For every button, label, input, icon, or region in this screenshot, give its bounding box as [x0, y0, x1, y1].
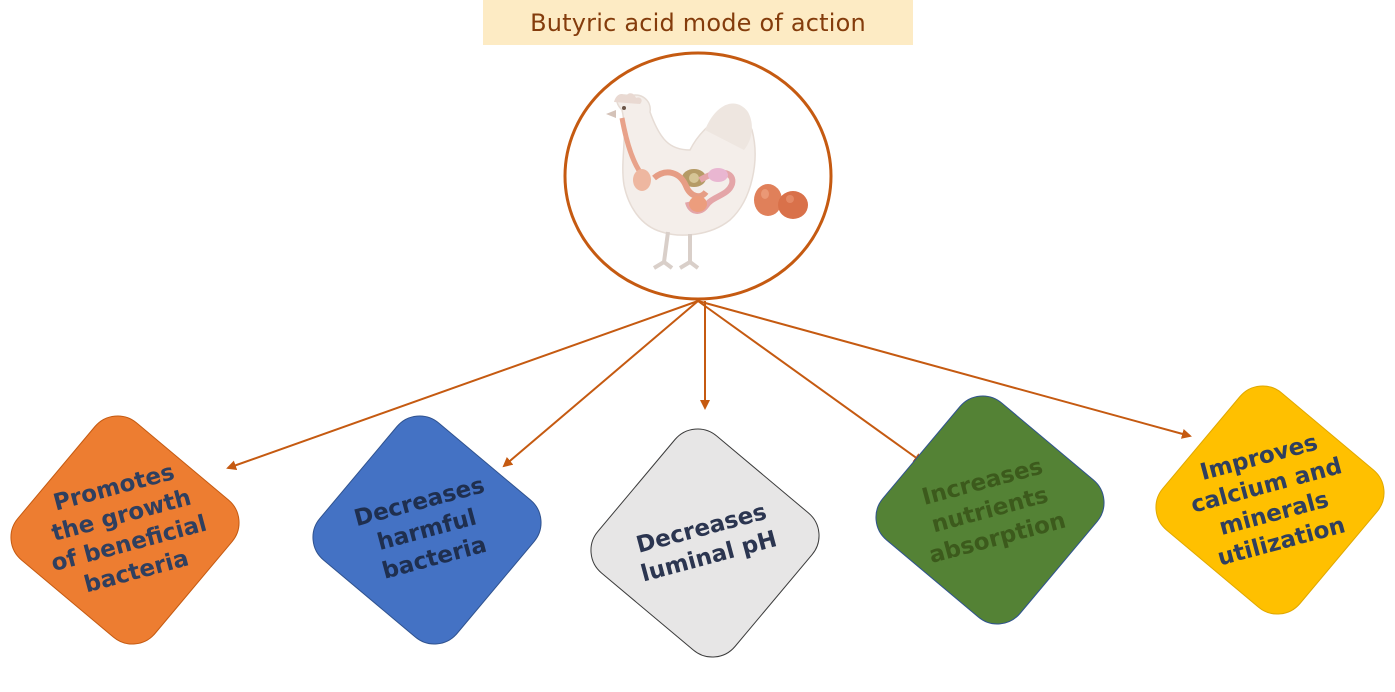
arrow-to-beneficial-bacteria	[226, 300, 699, 471]
effect-label: Decreases harmful bacteria	[351, 471, 490, 584]
effect-label: Decreases luminal pH	[633, 498, 780, 588]
effect-label: Improves calcium and minerals utilizatio…	[1187, 429, 1348, 572]
arrow-to-calcium-utilization	[697, 300, 1192, 439]
diagram-title: Butyric acid mode of action	[483, 0, 913, 45]
effect-label: Increases nutrients absorption	[919, 452, 1069, 569]
arrow-to-harmful-bacteria	[502, 300, 699, 468]
eggs-icon	[754, 184, 808, 219]
effect-label: Promotes the growth of beneficial bacter…	[48, 458, 210, 598]
chicken-illustration-icon	[606, 93, 756, 270]
arrow-to-nutrients-absorption	[697, 300, 924, 464]
